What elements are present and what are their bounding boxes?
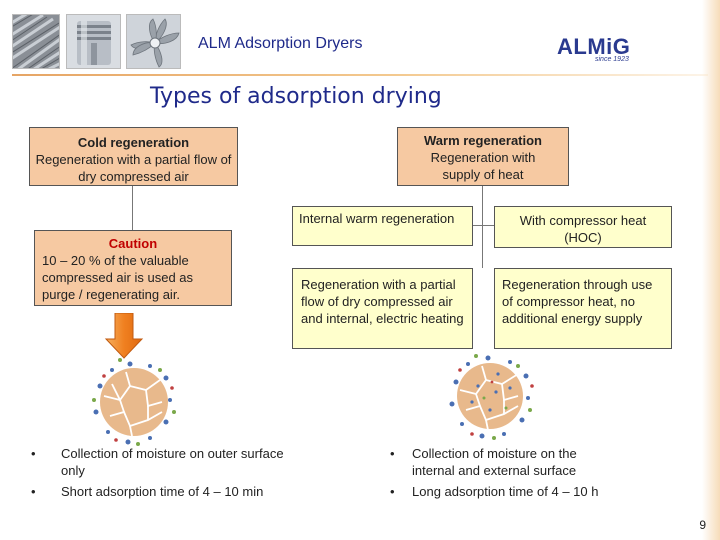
caution-box: Caution 10 – 20 % of the valuable compre… bbox=[34, 230, 232, 306]
right-edge-gradient bbox=[702, 0, 720, 540]
turbine-impeller-photo bbox=[126, 14, 181, 69]
list-item: • Collection of moisture on outer surfac… bbox=[31, 445, 291, 479]
almig-logo: ALMiG since 1923 bbox=[557, 34, 631, 63]
bullet-text: Long adsorption time of 4 – 10 h bbox=[412, 484, 599, 499]
compressor-heat-header: With compressor heat (HOC) bbox=[494, 206, 672, 248]
warm-regeneration-subtitle: Regeneration with supply of heat bbox=[430, 150, 536, 182]
connector-line-cold bbox=[132, 186, 133, 230]
list-item: • Collection of moisture on the internal… bbox=[390, 445, 620, 479]
cold-regeneration-box: Cold regeneration Regeneration with a pa… bbox=[29, 127, 238, 186]
bullet-text: Short adsorption time of 4 – 10 min bbox=[61, 484, 264, 499]
list-item: • Short adsorption time of 4 – 10 min bbox=[31, 483, 291, 500]
cold-regeneration-title: Cold regeneration bbox=[77, 135, 190, 150]
logo-tagline: since 1923 bbox=[595, 56, 629, 63]
bullet-text: Collection of moisture on outer surface … bbox=[61, 446, 284, 478]
caution-title: Caution bbox=[108, 236, 158, 251]
header-divider bbox=[12, 74, 708, 76]
compressor-heat-text: Regeneration through use of compressor h… bbox=[502, 277, 653, 326]
header-title: ALM Adsorption Dryers bbox=[198, 35, 363, 52]
bullet-text: Collection of moisture on the internal a… bbox=[412, 446, 577, 478]
cold-regeneration-subtitle: Regeneration with a partial flow of dry … bbox=[35, 152, 232, 184]
bullet-marker: • bbox=[31, 484, 36, 499]
bullet-marker: • bbox=[31, 446, 36, 461]
granule-illustration-internal bbox=[449, 354, 534, 440]
compressor-heat-title: With compressor heat (HOC) bbox=[519, 213, 647, 245]
connector-line-warm-left bbox=[473, 225, 483, 226]
compressor-heat-detail: Regeneration through use of compressor h… bbox=[494, 268, 672, 349]
caution-text: 10 – 20 % of the valuable compressed air… bbox=[42, 253, 194, 302]
warm-regeneration-title: Warm regeneration bbox=[424, 133, 542, 148]
connector-line-warm-right bbox=[482, 225, 494, 226]
list-item: • Long adsorption time of 4 – 10 h bbox=[390, 483, 620, 500]
connector-line-warm-down bbox=[482, 226, 483, 268]
internal-warm-title: Internal warm regeneration bbox=[299, 211, 455, 226]
granule-illustration-outer bbox=[92, 358, 176, 446]
connector-line-warm-trunk bbox=[482, 186, 483, 226]
bullet-marker: • bbox=[390, 446, 395, 461]
internal-warm-text: Regeneration with a partial flow of dry … bbox=[301, 277, 464, 326]
page-number: 9 bbox=[699, 518, 706, 532]
bullet-marker: • bbox=[390, 484, 395, 499]
warm-regeneration-box: Warm regeneration Regeneration with supp… bbox=[397, 127, 569, 186]
down-arrow-icon bbox=[104, 313, 144, 359]
internal-warm-header: Internal warm regeneration bbox=[292, 206, 473, 246]
screw-rotor-photo bbox=[12, 14, 60, 69]
logo-text: ALMiG bbox=[557, 34, 631, 59]
internal-warm-detail: Regeneration with a partial flow of dry … bbox=[292, 268, 473, 349]
slide-title: Types of adsorption drying bbox=[150, 84, 442, 109]
right-bullet-list: • Collection of moisture on the internal… bbox=[390, 445, 620, 504]
left-bullet-list: • Collection of moisture on outer surfac… bbox=[31, 445, 291, 504]
piston-photo bbox=[66, 14, 121, 69]
